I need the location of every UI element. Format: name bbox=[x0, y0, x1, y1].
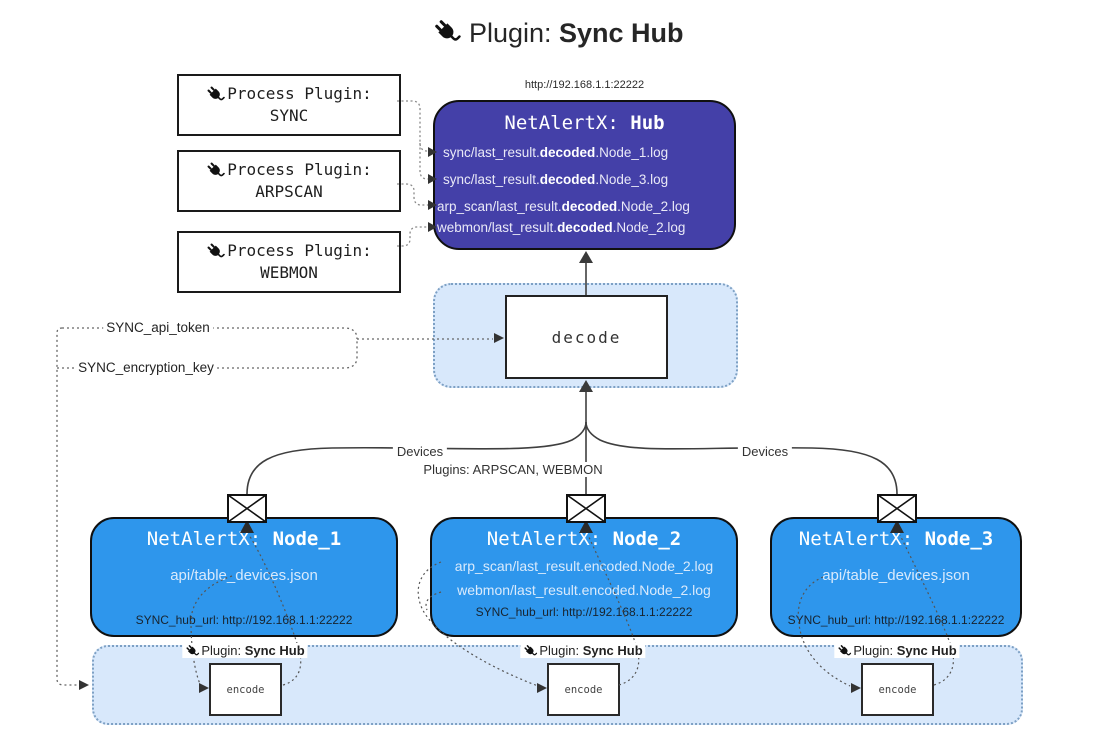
process-plugin-name: WEBMON bbox=[260, 263, 318, 282]
process-plugin-box-arpscan: Process Plugin: ARPSCAN bbox=[177, 150, 401, 212]
plug-icon bbox=[185, 644, 199, 658]
process-plugin-label: Process Plugin: bbox=[227, 84, 372, 103]
edge-label-devices-left: Devices bbox=[392, 444, 448, 459]
envelope-icon bbox=[566, 494, 606, 528]
diagram-title-name: Sync Hub bbox=[559, 18, 684, 48]
plug-icon bbox=[206, 161, 225, 180]
node-line: api/table_devices.json bbox=[822, 567, 970, 584]
hub-url-label: http://192.168.1.1:22222 bbox=[524, 79, 645, 91]
node-title: NetAlertX: Node_3 bbox=[798, 528, 994, 550]
hub-bottom-arrowhead bbox=[579, 251, 593, 263]
encode-plugin-label: Plugin: Sync Hub bbox=[182, 643, 308, 658]
plugin-to-hub-connectors bbox=[397, 100, 428, 247]
plug-icon bbox=[523, 644, 537, 658]
hub-title-prefix: NetAlertX: bbox=[504, 112, 631, 134]
process-plugin-name: SYNC bbox=[269, 106, 309, 125]
node-line: webmon/last_result.encoded.Node_2.log bbox=[457, 582, 711, 598]
diagram-title: Plugin: Sync Hub bbox=[0, 18, 1117, 49]
node-box-2: NetAlertX: Node_2 arp_scan/last_result.e… bbox=[430, 517, 738, 637]
plug-icon bbox=[433, 18, 461, 46]
envelope-icon bbox=[227, 494, 267, 528]
encode-plugin-label: Plugin: Sync Hub bbox=[520, 643, 646, 658]
process-plugin-label: Process Plugin: bbox=[227, 241, 372, 260]
process-plugin-label: Process Plugin: bbox=[227, 160, 372, 179]
process-plugin-box-sync: Process Plugin: SYNC bbox=[177, 74, 401, 136]
edge-label-devices-right: Devices bbox=[737, 444, 793, 459]
node-hub-url: SYNC_hub_url: http://192.168.1.1:22222 bbox=[787, 613, 1005, 627]
hub-log-line: sync/last_result.decoded.Node_1.log bbox=[443, 145, 669, 160]
edge-label-plugins: Plugins: ARPSCAN, WEBMON bbox=[419, 462, 607, 477]
hub-title: NetAlertX: Hub bbox=[433, 112, 736, 134]
encode-box: encode bbox=[861, 663, 934, 716]
node-line: arp_scan/last_result.encoded.Node_2.log bbox=[454, 558, 714, 574]
hub-log-line: webmon/last_result.decoded.Node_2.log bbox=[437, 220, 686, 235]
encode-plugin-label: Plugin: Sync Hub bbox=[834, 643, 960, 658]
node-box-1: NetAlertX: Node_1 api/table_devices.json… bbox=[90, 517, 398, 637]
node-box-3: NetAlertX: Node_3 api/table_devices.json… bbox=[770, 517, 1022, 637]
encode-box: encode bbox=[547, 663, 620, 716]
node-line: api/table_devices.json bbox=[170, 567, 318, 584]
decode-box: decode bbox=[505, 295, 668, 379]
hub-log-line: arp_scan/last_result.decoded.Node_2.log bbox=[437, 199, 690, 214]
node-title: NetAlertX: Node_2 bbox=[486, 528, 682, 550]
node-title: NetAlertX: Node_1 bbox=[146, 528, 342, 550]
encode-box: encode bbox=[209, 663, 282, 716]
plug-icon bbox=[206, 242, 225, 261]
hub-box bbox=[433, 100, 736, 250]
process-plugin-name: ARPSCAN bbox=[255, 182, 323, 201]
sync-api-token-label: SYNC_api_token bbox=[103, 320, 213, 335]
band-input-arrowhead bbox=[79, 680, 89, 690]
plug-icon bbox=[206, 85, 225, 104]
hub-title-name: Hub bbox=[630, 112, 665, 134]
sync-encryption-key-label: SYNC_encryption_key bbox=[75, 360, 217, 375]
envelope-icon bbox=[877, 494, 917, 528]
node-hub-url: SYNC_hub_url: http://192.168.1.1:22222 bbox=[135, 613, 353, 627]
process-plugin-box-webmon: Process Plugin: WEBMON bbox=[177, 231, 401, 293]
plug-icon bbox=[837, 644, 851, 658]
node-hub-url: SYNC_hub_url: http://192.168.1.1:22222 bbox=[475, 605, 693, 619]
hub-log-line: sync/last_result.decoded.Node_3.log bbox=[443, 172, 669, 187]
diagram-title-prefix: Plugin: bbox=[468, 18, 560, 48]
